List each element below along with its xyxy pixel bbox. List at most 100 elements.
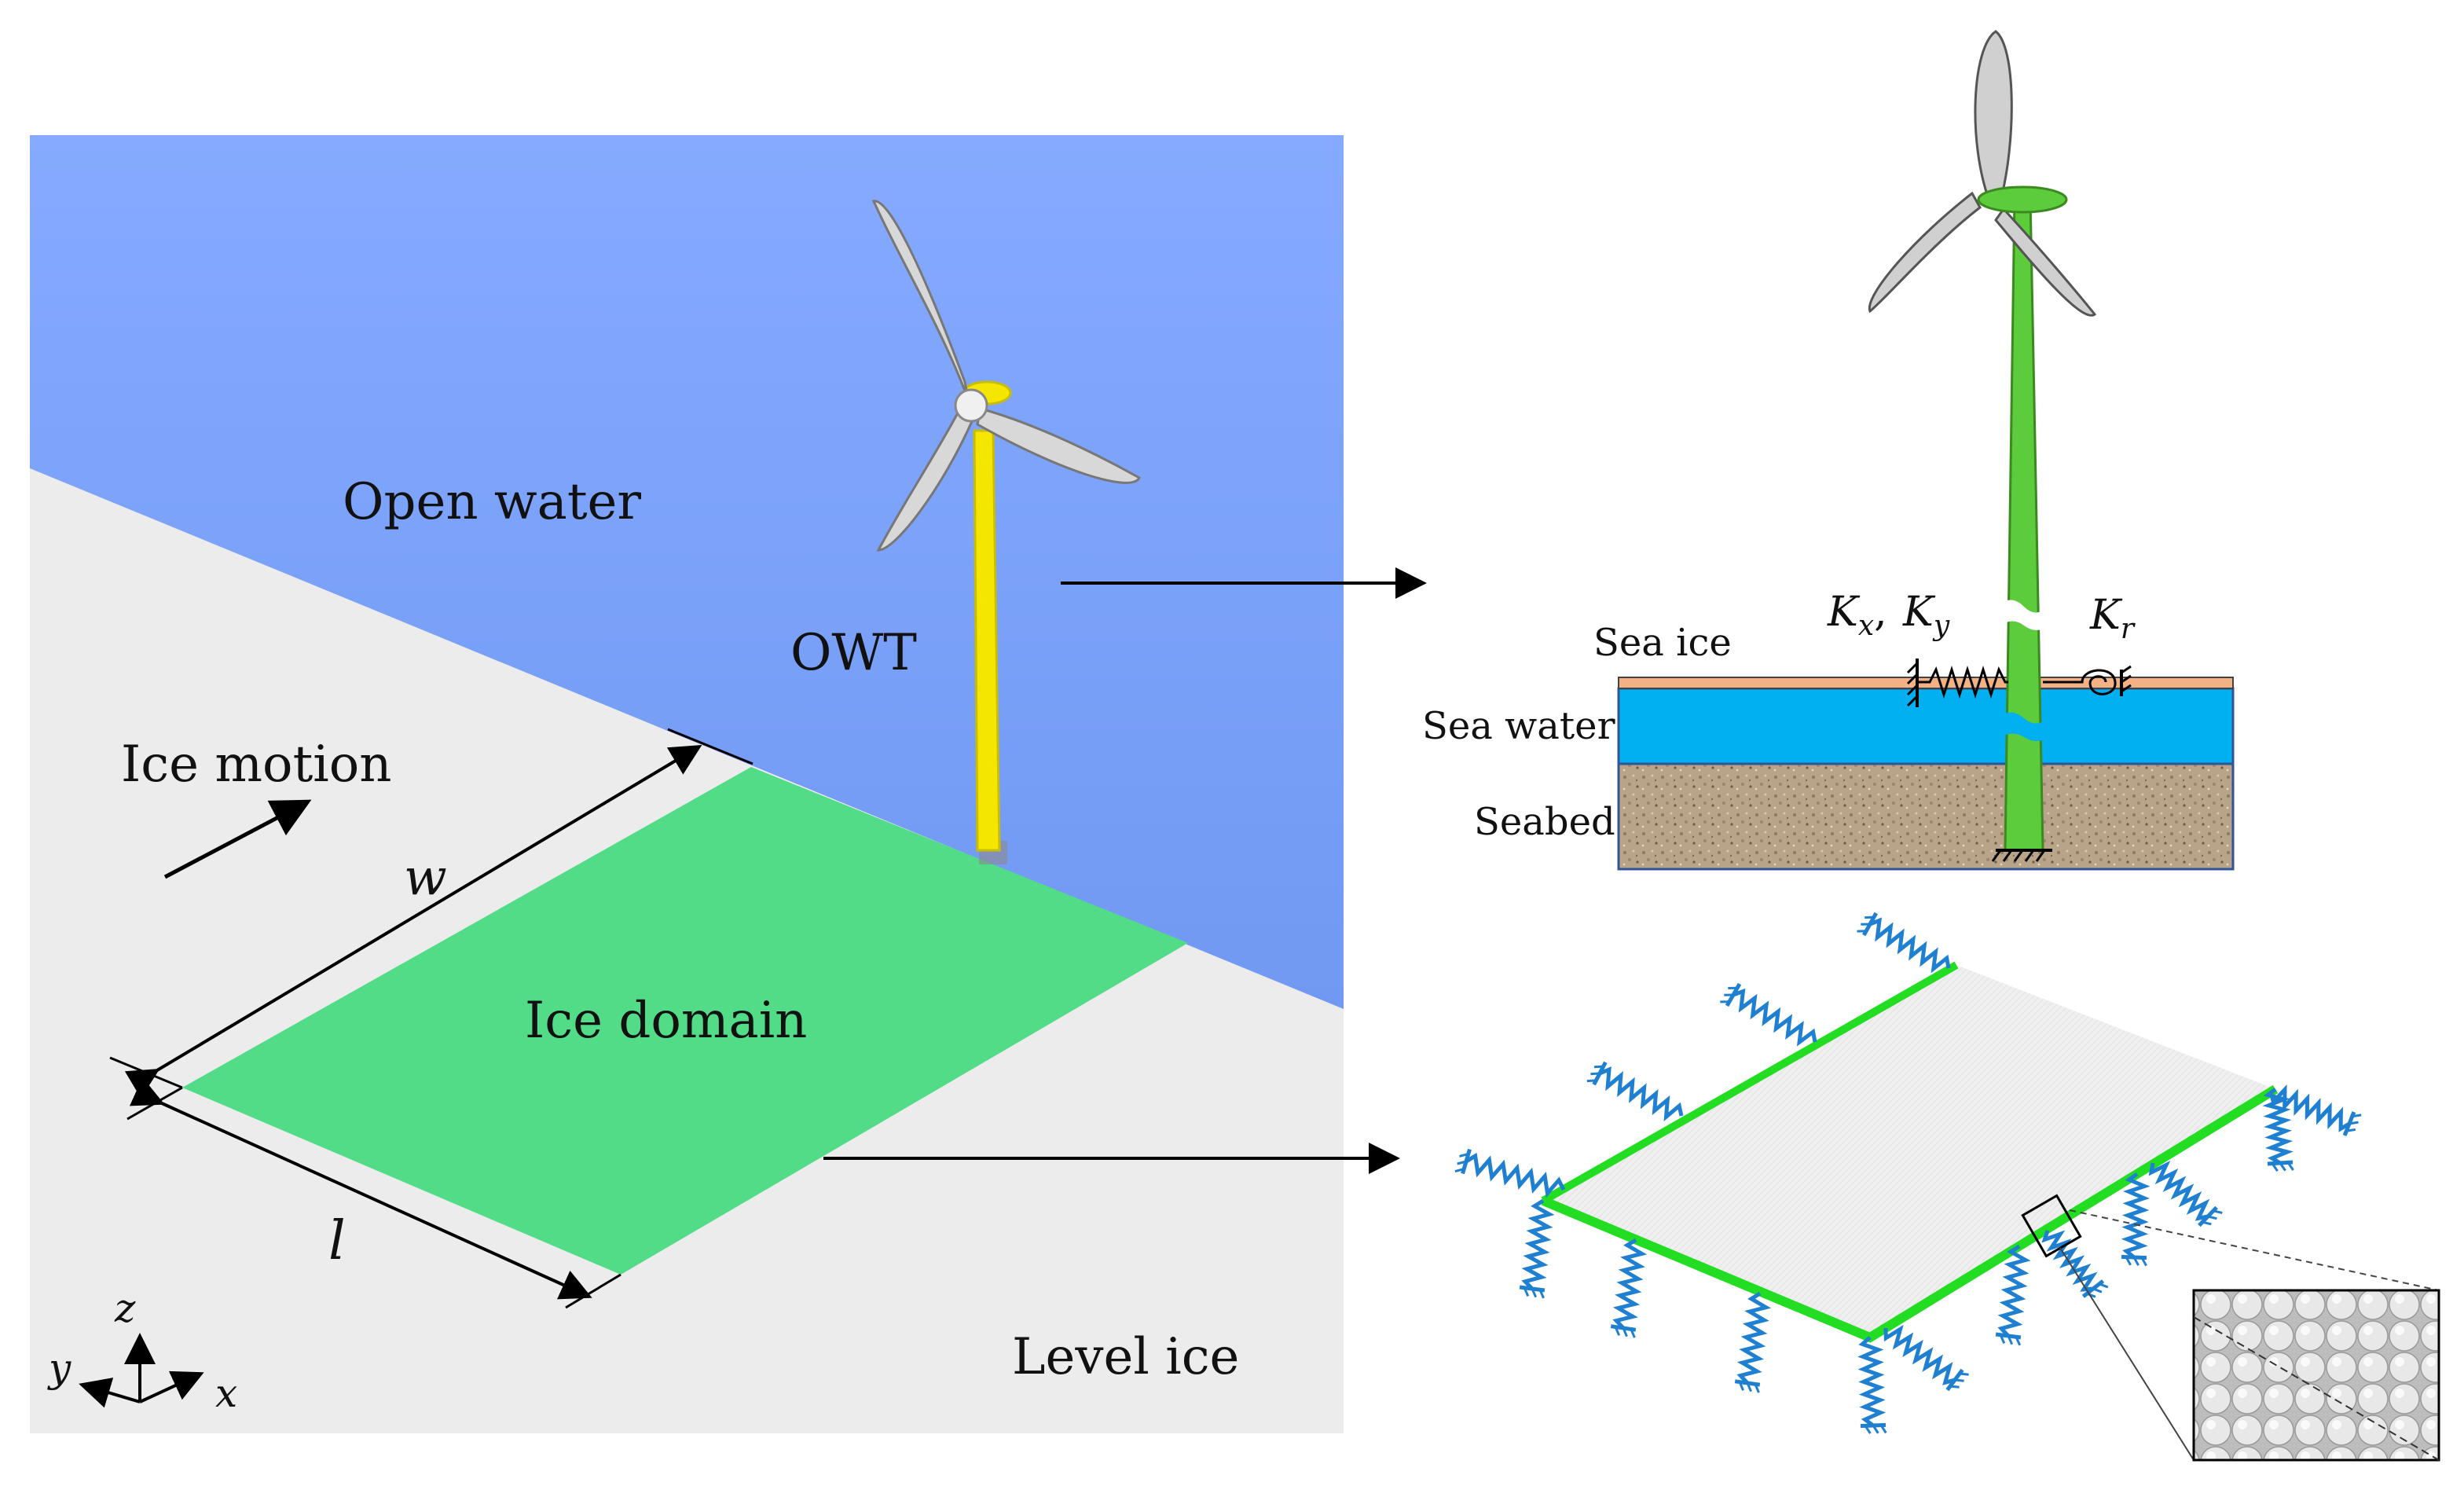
w-symbol: w <box>404 849 447 907</box>
spring-ground-hatch <box>2286 1161 2294 1171</box>
boundary-spring <box>1857 1336 1886 1428</box>
boundary-spring <box>1869 917 1951 974</box>
zoom-line-bottom <box>2059 1247 2194 1461</box>
model-nacelle <box>1977 185 2068 214</box>
spring-ground-hatch <box>2279 1162 2286 1172</box>
l-ext-right <box>565 1273 622 1309</box>
spring-ground-hatch <box>1949 1385 1960 1389</box>
spring-ground-hatch <box>1872 1425 1879 1434</box>
seabed-label: Seabed <box>1474 800 1615 844</box>
model-blade-left <box>1868 191 1982 314</box>
spring-ground-hatch <box>2092 1287 2103 1293</box>
spring-ground-hatch <box>1879 1424 1887 1434</box>
ice-domain-label: Ice domain <box>525 992 807 1050</box>
scene-turbine <box>871 200 1141 864</box>
translational-spring <box>1906 659 2008 707</box>
spring-ground-hatch <box>2007 1335 2014 1345</box>
x-axis-label: x <box>215 1370 237 1416</box>
rotational-coil <box>2043 669 2117 695</box>
spring-ground-hatch <box>2207 1215 2217 1220</box>
model-blade-right <box>1994 207 2097 317</box>
spring-ground-hatch <box>2099 1282 2109 1289</box>
green-tower <box>2004 195 2044 852</box>
spring-ground-hatch <box>1999 1334 2006 1345</box>
spring-ground-hatch <box>1457 1160 1467 1165</box>
boundary-spring <box>1736 1291 1772 1385</box>
base-hatch <box>1991 849 2046 862</box>
boundary-spring <box>1612 1238 1648 1330</box>
level-ice-label: Level ice <box>1012 1328 1239 1386</box>
spring-ground-hatch <box>2015 1336 2022 1346</box>
l-dimension-line <box>129 1077 592 1300</box>
spring-ground-hatch <box>1531 1288 1538 1298</box>
spring-ground-hatch <box>2271 1162 2279 1172</box>
boundary-spring <box>1997 1244 2031 1337</box>
tower-break-bottom <box>1999 712 2049 741</box>
plate-edge-green <box>1541 961 1959 1205</box>
blade-lower <box>876 406 974 552</box>
kr-symbol: Kr <box>2089 592 2136 645</box>
axis-triad <box>79 1333 204 1408</box>
spring-ground-hatch <box>1954 1378 1964 1382</box>
owt-label: OWT <box>790 624 917 682</box>
seabed-layer <box>1617 762 2235 871</box>
y-axis <box>79 1378 141 1408</box>
spring-ground-hatch <box>2348 1121 2359 1125</box>
blade-right <box>976 407 1141 484</box>
model-rotor <box>1868 30 2097 317</box>
l-symbol: l <box>328 1210 346 1272</box>
spring-ground-hatch <box>1593 1065 1604 1069</box>
spring-ground-hatch <box>2140 1257 2147 1267</box>
sea-ice-label: Sea ice <box>1593 621 1732 665</box>
z-axis-label: z <box>114 1286 136 1331</box>
zoom-line-top <box>2069 1209 2440 1291</box>
boundary-springs <box>1454 912 2362 1434</box>
boundary-spring <box>2262 1088 2294 1165</box>
rotational-spring <box>2043 665 2132 696</box>
hub <box>954 388 988 423</box>
spring-ground-hatch <box>1864 1425 1872 1434</box>
kx-symbol: Kx, <box>1827 589 1887 642</box>
spring-ground-hatch <box>2202 1220 2212 1226</box>
ky-symbol: Ky <box>1902 589 1950 642</box>
boundary-spring <box>2148 1161 2210 1221</box>
ice-plate <box>1543 965 2275 1337</box>
blade-upper <box>871 200 970 400</box>
open-water-area <box>30 135 1344 1009</box>
boundary-spring <box>1521 1198 1555 1290</box>
w-ext-top <box>667 728 754 765</box>
spring-ground-hatch <box>2125 1256 2132 1266</box>
boundary-spring <box>2041 1230 2098 1292</box>
ice-plate-panel <box>1454 912 2440 1462</box>
spring-coil <box>1917 665 2008 699</box>
spring-ground-hatch <box>1738 1381 1744 1391</box>
tower-break-top <box>1999 600 2049 630</box>
spring-ground-hatch <box>1754 1383 1760 1393</box>
spring-ground-hatch <box>2213 1209 2223 1214</box>
structural-model-panel: Sea ice Sea water Seabed Kx, Ky Kr <box>1422 30 2235 871</box>
spring-ground-hatch <box>1590 1072 1600 1076</box>
w-dimension-line <box>124 744 702 1099</box>
boundary-spring <box>1465 1152 1566 1198</box>
spring-ground-hatch <box>1614 1326 1620 1336</box>
spring-ground-hatch <box>2132 1257 2140 1266</box>
spring-ground-hatch <box>1459 1152 1469 1158</box>
ice-motion-label: Ice motion <box>121 736 392 794</box>
boundary-spring <box>1599 1066 1684 1121</box>
boundary-spring <box>2121 1172 2150 1259</box>
sea-water-label: Sea water <box>1422 704 1615 748</box>
x-axis <box>139 1370 204 1403</box>
boundary-spring <box>2268 1084 2351 1132</box>
zoom-inset <box>2192 1289 2440 1462</box>
zoom-inset-diagonal <box>2193 1316 2440 1461</box>
spring-ground-hatch <box>1622 1327 1628 1337</box>
spring-ground-hatch <box>1538 1289 1545 1299</box>
boundary-spring <box>1732 988 1817 1047</box>
spring-ground-hatch <box>1523 1287 1530 1297</box>
model-blade-up <box>1974 30 2013 203</box>
sea-water-layer <box>1617 687 2235 765</box>
zoom-source-box <box>2021 1194 2082 1258</box>
open-water-label: Open water <box>343 473 641 531</box>
scene-panel: Open water OWT Ice motion Ice domain Lev… <box>30 135 1344 1433</box>
